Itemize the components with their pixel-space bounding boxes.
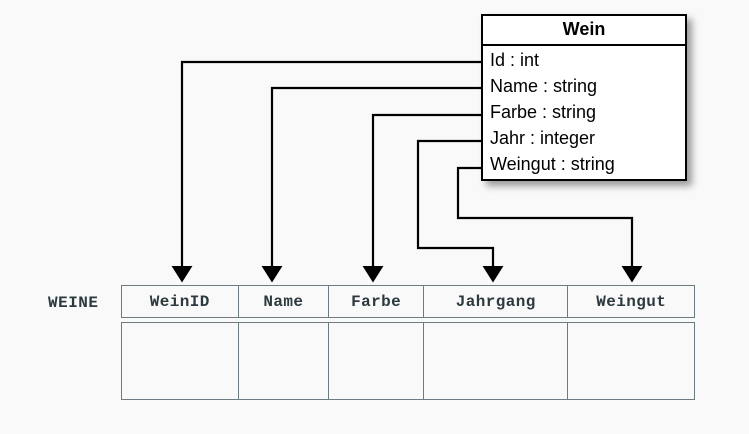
table-cell-name [239,323,330,399]
relational-table-name: WEINE [48,294,99,312]
column-header-name: Name [239,286,330,317]
table-cell-weinid [122,323,239,399]
table-cell-farbe [329,323,424,399]
connector-id-to-weinid [171,60,481,283]
connector-jahr-to-jahrgang [416,139,504,283]
uml-attribute-id: Id : int [490,49,540,70]
relational-table: WeinID Name Farbe Jahrgang Weingut [121,285,695,400]
uml-attribute-name: Name : string [490,75,598,96]
table-cell-weingut [568,323,694,399]
uml-attribute-farbe: Farbe : string [490,101,597,122]
table-cell-jahrgang [424,323,569,399]
uml-class-box: Wein Id : int Name : string Farbe : stri… [481,14,687,181]
connector-weingut-to-weingut [456,166,643,283]
column-header-farbe: Farbe [329,286,424,317]
uml-attribute-list: Id : int Name : string Farbe : string Ja… [483,46,685,179]
connector-farbe-to-farbe [362,113,481,283]
column-header-weingut: Weingut [596,292,667,311]
table-header-row: WeinID Name Farbe Jahrgang Weingut [121,285,695,318]
uml-class-name: Wein [483,16,685,46]
uml-attribute-weingut: Weingut : string [490,153,615,174]
connector-name-to-name [261,86,481,283]
column-header-weinid: WeinID [122,286,239,317]
uml-attribute-jahr: Jahr : integer [490,127,596,148]
column-header-jahrgang: Jahrgang [424,286,569,317]
table-row [121,322,695,400]
